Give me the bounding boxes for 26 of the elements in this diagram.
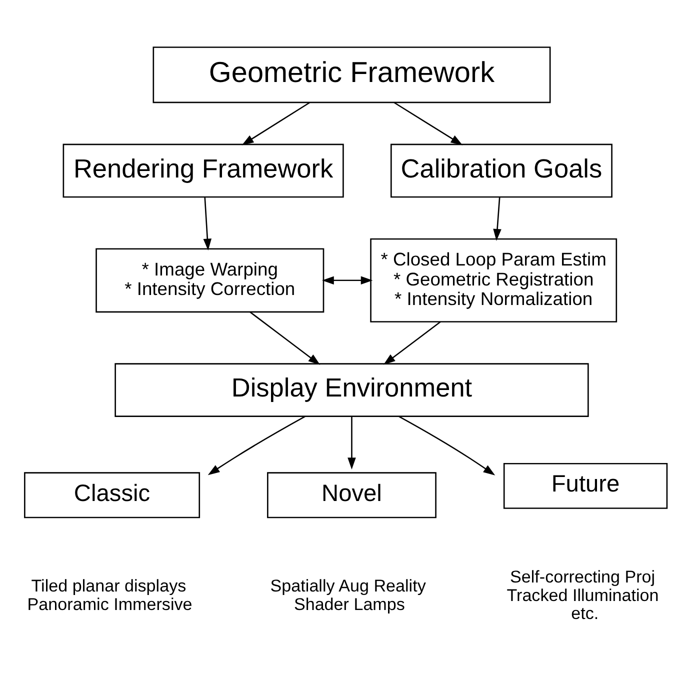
node-box: Geometric Framework [152, 46, 551, 104]
node-label: etc. [571, 604, 599, 624]
node-box: Rendering Framework [62, 144, 344, 198]
arrow [394, 102, 463, 146]
node-label: Self-correcting Proj [510, 567, 656, 586]
node-label: Tracked Illumination [506, 586, 659, 605]
node-label: Shader Lamps [294, 594, 405, 614]
node-box: Classic [24, 472, 200, 518]
node-box: * Closed Loop Param Estim * Geometric Registration * Intensity Normalization [370, 238, 618, 322]
node-label: Spatially Aug Reality [270, 576, 426, 596]
node-box: Future [503, 462, 668, 509]
arrow [383, 321, 441, 365]
node-box: Calibration Goals [390, 144, 612, 198]
node-box: Display Environment [114, 363, 589, 417]
arrow [242, 102, 310, 146]
node-label: Panoramic Immersive [27, 594, 192, 614]
arrow [208, 416, 306, 476]
arrow [203, 197, 212, 251]
node-box: Novel [267, 472, 436, 518]
node-label: Tiled planar displays [31, 576, 186, 596]
arrow [493, 197, 502, 241]
arrow [322, 276, 373, 285]
arrow [348, 416, 356, 470]
arrow [250, 312, 320, 365]
arrow [398, 416, 496, 476]
node-box: * Image Warping * Intensity Correction [96, 248, 324, 313]
